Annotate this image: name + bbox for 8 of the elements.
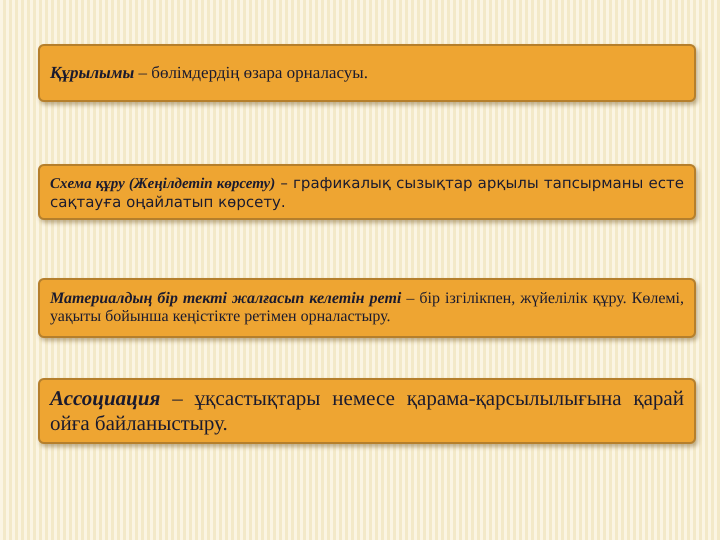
definition-box (38, 164, 696, 220)
definition-box (38, 44, 696, 102)
definition-box (38, 278, 696, 338)
definition-text: Схема құру (Жеңілдетіп көрсету) – графикалық сызықтар арқылы тапсырманы есте сақтауға оңайлатып көрсету. (50, 174, 684, 210)
definition-text: Құрылымы – бөлімдердің өзара орналасуы. (50, 63, 369, 83)
definition-text: Материалдың бір текті жалғасып келетін реті – бір ізгілікпен, жүйелілік құру. Көлемі, уақыты бойынша кеңістікте ретімен орналастыру. (50, 290, 684, 326)
definition-box (38, 378, 696, 444)
definition-text: Ассоциация – ұқсастықтары немесе қарама-қарсылылығына қарай ойға байланыстыру. (50, 386, 684, 436)
